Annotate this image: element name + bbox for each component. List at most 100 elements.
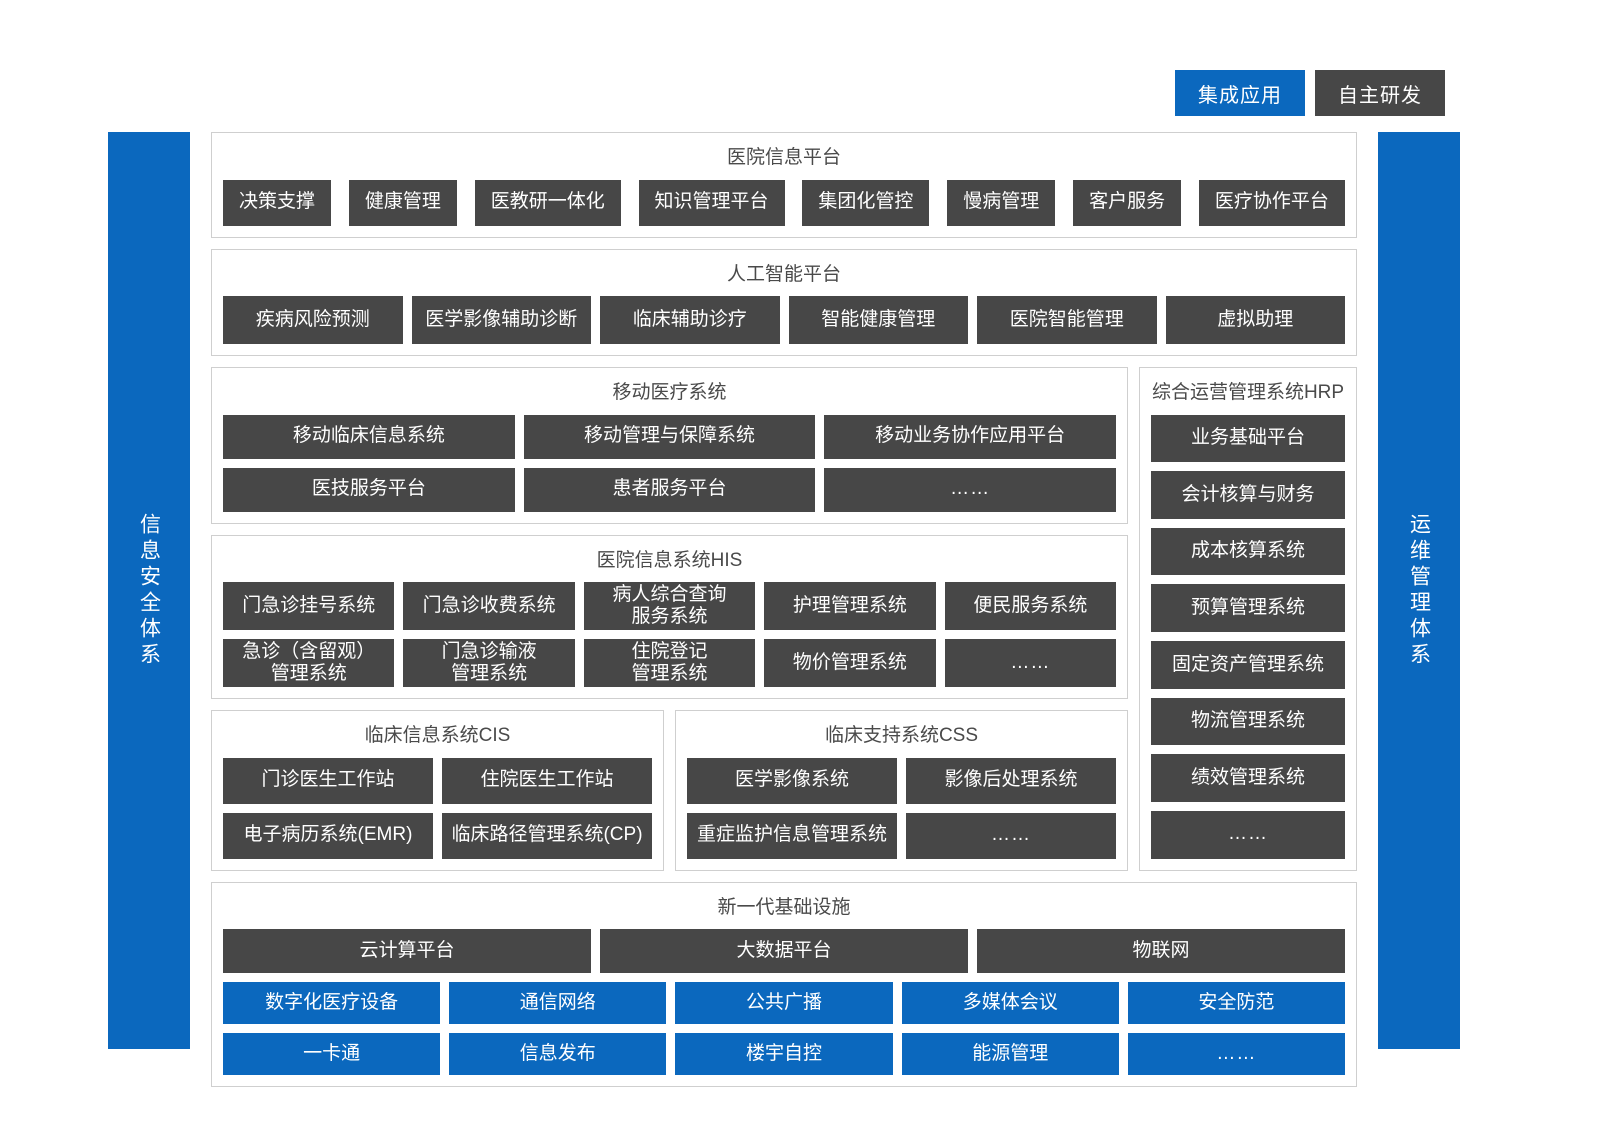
item-css-more-ellipsis[interactable]: …… <box>906 812 1116 859</box>
item-nursing-management-system[interactable]: 护理管理系统 <box>764 582 936 630</box>
item-group-management-control[interactable]: 集团化管控 <box>802 179 930 226</box>
legend-self-developed: 自主研发 <box>1315 70 1445 116</box>
item-icu-information-management-system[interactable]: 重症监护信息管理系统 <box>687 812 897 859</box>
item-business-foundation-platform[interactable]: 业务基础平台 <box>1151 414 1345 463</box>
item-smart-health-management[interactable]: 智能健康管理 <box>788 296 968 344</box>
legend: 集成应用 自主研发 <box>1175 70 1445 116</box>
item-outpatient-emergency-charging-system[interactable]: 门急诊收费系统 <box>403 582 575 630</box>
item-customer-service[interactable]: 客户服务 <box>1073 179 1182 226</box>
sidebar-operation-maintenance-system: 运维管理体系 <box>1378 132 1460 1049</box>
item-clinical-pathway-management-cp[interactable]: 临床路径管理系统(CP) <box>442 812 652 859</box>
cis-row-1: 门诊医生工作站 住院医生工作站 <box>223 757 652 804</box>
css-row-1: 医学影像系统 影像后处理系统 <box>687 757 1116 804</box>
item-mobile-management-support-system[interactable]: 移动管理与保障系统 <box>523 414 816 459</box>
item-decision-support[interactable]: 决策支撑 <box>223 179 332 226</box>
infrastructure-row-3: 一卡通 信息发布 楼宇自控 能源管理 …… <box>223 1033 1346 1075</box>
cis-row-2: 电子病历系统(EMR) 临床路径管理系统(CP) <box>223 812 652 859</box>
item-fixed-asset-management-system[interactable]: 固定资产管理系统 <box>1151 641 1345 689</box>
infrastructure-row-1: 云计算平台 大数据平台 物联网 <box>223 929 1345 973</box>
middle-section: 移动医疗系统 移动临床信息系统 移动管理与保障系统 移动业务协作应用平台 医技服… <box>211 367 1357 871</box>
panel-title: 临床信息系统CIS <box>364 725 511 746</box>
item-medical-imaging-assisted-diagnosis[interactable]: 医学影像辅助诊断 <box>411 296 591 344</box>
panel-title: 医院信息系统HIS <box>596 549 743 571</box>
panel-title: 综合运营管理系统HRP <box>1151 382 1345 403</box>
panel-hospital-information-platform: 医院信息平台 决策支撑 健康管理 医教研一体化 知识管理平台 集团化管控 慢病管… <box>211 132 1357 238</box>
item-virtual-assistant[interactable]: 虚拟助理 <box>1165 296 1345 344</box>
item-hrp-more-ellipsis[interactable]: …… <box>1151 810 1345 859</box>
panel-title: 临床支持系统CSS <box>824 725 979 746</box>
panel-new-generation-infrastructure: 新一代基础设施 云计算平台 大数据平台 物联网 数字化医疗设备 通信网络 公共广… <box>211 881 1357 1087</box>
item-cost-accounting-system[interactable]: 成本核算系统 <box>1151 527 1345 576</box>
item-security-protection[interactable]: 安全防范 <box>1127 982 1346 1024</box>
item-medical-education-research[interactable]: 医教研一体化 <box>474 179 621 226</box>
item-cloud-computing-platform[interactable]: 云计算平台 <box>223 929 591 973</box>
item-all-in-one-card[interactable]: 一卡通 <box>223 1033 441 1075</box>
hrp-items: 业务基础平台 会计核算与财务 成本核算系统 预算管理系统 固定资产管理系统 物流… <box>1151 414 1345 859</box>
panel-title: 人工智能平台 <box>726 263 841 285</box>
item-hospital-smart-management[interactable]: 医院智能管理 <box>977 296 1157 344</box>
item-health-management[interactable]: 健康管理 <box>348 179 457 226</box>
panel-mobile-medical-system: 移动医疗系统 移动临床信息系统 移动管理与保障系统 移动业务协作应用平台 医技服… <box>211 367 1128 524</box>
item-medical-technology-service-platform[interactable]: 医技服务平台 <box>223 467 515 512</box>
mobile-medical-row-2: 医技服务平台 患者服务平台 …… <box>223 467 1117 512</box>
clinical-systems-pair: 临床信息系统CIS 门诊医生工作站 住院医生工作站 电子病历系统(EMR) 临床… <box>211 710 1128 871</box>
sidebar-right-label: 运维管理体系 <box>1407 512 1431 669</box>
ai-platform-items: 疾病风险预测 医学影像辅助诊断 临床辅助诊疗 智能健康管理 医院智能管理 虚拟助… <box>223 296 1345 344</box>
panel-clinical-support-system-css: 临床支持系统CSS 医学影像系统 影像后处理系统 重症监护信息管理系统 …… <box>675 710 1128 871</box>
his-row-2: 急诊（含留观） 管理系统 门急诊输液 管理系统 住院登记 管理系统 物价管理系统… <box>223 639 1117 687</box>
item-performance-management-system[interactable]: 绩效管理系统 <box>1151 754 1345 802</box>
item-internet-of-things[interactable]: 物联网 <box>977 929 1345 973</box>
panel-hrp: 综合运营管理系统HRP 业务基础平台 会计核算与财务 成本核算系统 预算管理系统… <box>1139 367 1357 871</box>
item-digital-medical-equipment[interactable]: 数字化医疗设备 <box>223 982 441 1024</box>
item-price-management-system[interactable]: 物价管理系统 <box>764 639 936 687</box>
item-infrastructure-more-ellipsis[interactable]: …… <box>1127 1033 1346 1075</box>
item-convenience-service-system[interactable]: 便民服务系统 <box>944 582 1117 630</box>
item-public-broadcasting[interactable]: 公共广播 <box>675 982 893 1024</box>
item-inpatient-registration-management-system[interactable]: 住院登记 管理系统 <box>583 639 756 687</box>
item-communication-network[interactable]: 通信网络 <box>449 982 667 1024</box>
panel-ai-platform: 人工智能平台 疾病风险预测 医学影像辅助诊断 临床辅助诊疗 智能健康管理 医院智… <box>211 248 1357 356</box>
item-outpatient-emergency-infusion-management-system[interactable]: 门急诊输液 管理系统 <box>403 639 575 687</box>
hospital-platform-items: 决策支撑 健康管理 医教研一体化 知识管理平台 集团化管控 慢病管理 客户服务 … <box>223 179 1345 226</box>
item-medical-collaboration-platform[interactable]: 医疗协作平台 <box>1198 179 1345 226</box>
item-image-post-processing-system[interactable]: 影像后处理系统 <box>906 757 1116 804</box>
panel-hospital-information-system-his: 医院信息系统HIS 门急诊挂号系统 门急诊收费系统 病人综合查询 服务系统 护理… <box>211 534 1128 699</box>
item-disease-risk-prediction[interactable]: 疾病风险预测 <box>223 296 403 344</box>
panel-title: 移动医疗系统 <box>612 382 727 403</box>
item-logistics-management-system[interactable]: 物流管理系统 <box>1151 697 1345 746</box>
css-row-2: 重症监护信息管理系统 …… <box>687 812 1116 859</box>
item-accounting-and-finance[interactable]: 会计核算与财务 <box>1151 471 1345 519</box>
item-information-release[interactable]: 信息发布 <box>449 1033 667 1075</box>
item-knowledge-management-platform[interactable]: 知识管理平台 <box>638 179 785 226</box>
middle-left-column: 移动医疗系统 移动临床信息系统 移动管理与保障系统 移动业务协作应用平台 医技服… <box>211 367 1128 871</box>
infrastructure-row-2: 数字化医疗设备 通信网络 公共广播 多媒体会议 安全防范 <box>223 982 1346 1024</box>
item-mobile-clinical-information-system[interactable]: 移动临床信息系统 <box>223 414 515 459</box>
item-big-data-platform[interactable]: 大数据平台 <box>600 929 968 973</box>
item-outpatient-emergency-registration-system[interactable]: 门急诊挂号系统 <box>223 582 395 630</box>
legend-integrated-application: 集成应用 <box>1175 70 1305 116</box>
his-row-1: 门急诊挂号系统 门急诊收费系统 病人综合查询 服务系统 护理管理系统 便民服务系… <box>223 582 1117 630</box>
panel-title: 新一代基础设施 <box>717 896 851 918</box>
layers-column: 医院信息平台 决策支撑 健康管理 医教研一体化 知识管理平台 集团化管控 慢病管… <box>190 132 1378 1087</box>
sidebar-left-label: 信息安全体系 <box>137 512 161 669</box>
item-electronic-medical-record-emr[interactable]: 电子病历系统(EMR) <box>223 812 433 859</box>
item-chronic-disease-management[interactable]: 慢病管理 <box>947 179 1056 226</box>
item-medical-imaging-system[interactable]: 医学影像系统 <box>687 757 897 804</box>
item-budget-management-system[interactable]: 预算管理系统 <box>1151 584 1345 632</box>
item-mobile-business-collaboration-platform[interactable]: 移动业务协作应用平台 <box>824 414 1117 459</box>
item-emergency-observation-management-system[interactable]: 急诊（含留观） 管理系统 <box>223 639 395 687</box>
sidebar-information-security-system: 信息安全体系 <box>108 132 190 1049</box>
panel-clinical-information-system-cis: 临床信息系统CIS 门诊医生工作站 住院医生工作站 电子病历系统(EMR) 临床… <box>211 710 664 871</box>
item-building-automation[interactable]: 楼宇自控 <box>675 1033 893 1075</box>
item-multimedia-conference[interactable]: 多媒体会议 <box>901 982 1119 1024</box>
mobile-medical-row-1: 移动临床信息系统 移动管理与保障系统 移动业务协作应用平台 <box>223 414 1117 459</box>
architecture-diagram: 信息安全体系 医院信息平台 决策支撑 健康管理 医教研一体化 知识管理平台 集团… <box>108 132 1460 1087</box>
item-clinical-assisted-diagnosis[interactable]: 临床辅助诊疗 <box>600 296 780 344</box>
item-patient-comprehensive-query-service-system[interactable]: 病人综合查询 服务系统 <box>583 582 756 630</box>
item-energy-management[interactable]: 能源管理 <box>901 1033 1119 1075</box>
item-mobile-more-ellipsis[interactable]: …… <box>824 467 1117 512</box>
item-patient-service-platform[interactable]: 患者服务平台 <box>523 467 816 512</box>
item-outpatient-doctor-workstation[interactable]: 门诊医生工作站 <box>223 757 433 804</box>
item-his-more-ellipsis[interactable]: …… <box>944 639 1117 687</box>
item-inpatient-doctor-workstation[interactable]: 住院医生工作站 <box>442 757 652 804</box>
